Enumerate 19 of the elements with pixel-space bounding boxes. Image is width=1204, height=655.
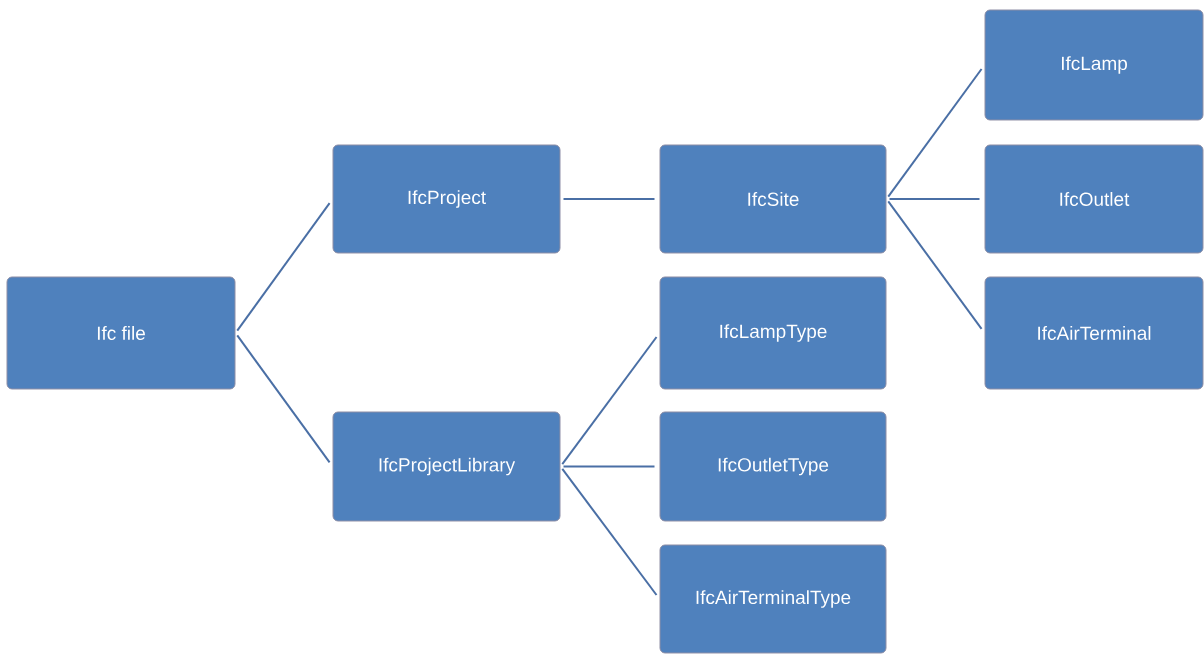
process-box: IfcLamp bbox=[984, 9, 1204, 121]
process-box: IfcOutlet bbox=[984, 144, 1204, 254]
process-box: Ifc file bbox=[6, 276, 236, 390]
connector-line bbox=[888, 198, 981, 200]
connector-line bbox=[887, 68, 983, 198]
connector-line bbox=[561, 467, 658, 596]
connector-line bbox=[562, 198, 656, 200]
process-box: IfcProjectLibrary bbox=[332, 411, 561, 522]
connector-line bbox=[562, 465, 656, 468]
process-box: IfcProject bbox=[332, 144, 561, 254]
process-box: IfcSite bbox=[659, 144, 887, 254]
process-box: IfcAirTerminalType bbox=[659, 544, 887, 654]
connector-line bbox=[236, 202, 331, 332]
connector-line bbox=[236, 334, 331, 464]
process-box: IfcOutletType bbox=[659, 411, 887, 522]
process-box: IfcAirTerminal bbox=[984, 276, 1204, 390]
process-box: IfcLampType bbox=[659, 276, 887, 390]
connector-line bbox=[561, 336, 658, 466]
connector-line bbox=[887, 200, 983, 330]
